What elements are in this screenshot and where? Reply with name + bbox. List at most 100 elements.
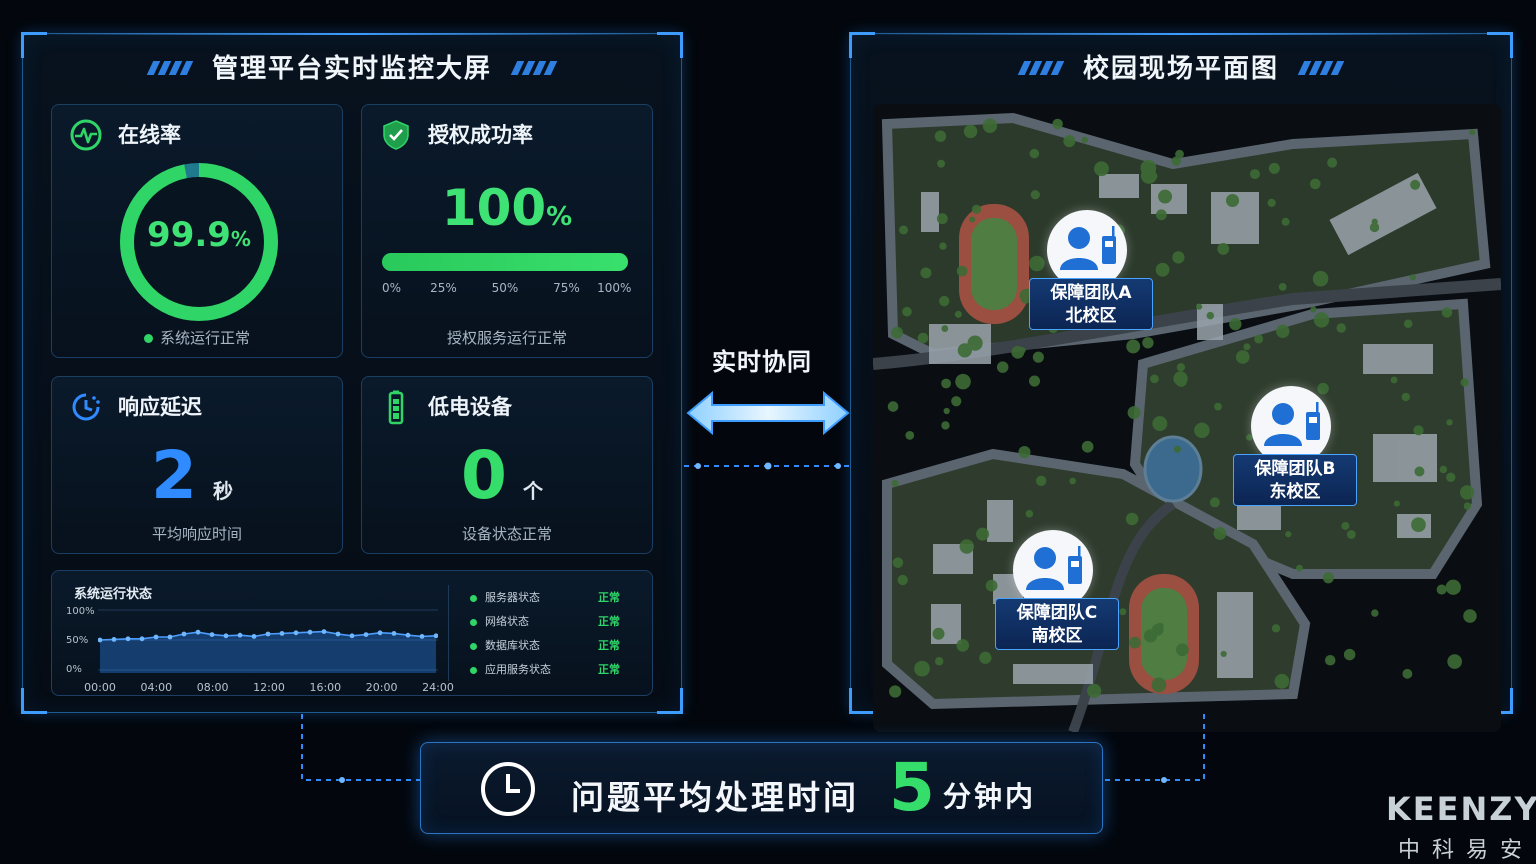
service-state: 正常 xyxy=(598,615,620,628)
bottom-connector-lines xyxy=(301,714,1205,783)
status-dot xyxy=(470,666,477,674)
service-status-item: 服务器状态 xyxy=(470,589,540,605)
service-state: 正常 xyxy=(598,591,620,604)
data-point xyxy=(391,631,397,636)
status-dot xyxy=(470,594,477,602)
data-point xyxy=(167,634,173,640)
data-point xyxy=(125,636,131,642)
service-name: 服务器状态 xyxy=(485,591,540,604)
avg-resolution-unit: 分钟内 xyxy=(943,780,1037,813)
auth-success-card: 授权成功率 100% 0%25%50%75%100% 授权服务运行正常 xyxy=(361,104,653,358)
x-tick-label: 20:00 xyxy=(365,681,398,694)
data-point xyxy=(209,632,215,637)
x-tick-label: 12:00 xyxy=(253,681,285,694)
series-area xyxy=(100,631,436,673)
online-rate-title: 在线率 xyxy=(118,123,181,147)
system-status-title: 系统运行状态 xyxy=(74,587,153,602)
service-status-item: 数据库状态 xyxy=(470,637,540,653)
campus-map-graphic xyxy=(873,104,1501,732)
battery-icon xyxy=(388,390,404,425)
monitor-panel: 管理平台实时监控大屏 在线率 99.9% 系统运行正常 授权成功率 100% 0… xyxy=(21,32,683,714)
x-tick-label: 04:00 xyxy=(140,681,173,694)
data-point xyxy=(251,634,257,639)
clock-icon xyxy=(72,393,100,421)
data-point xyxy=(433,633,438,639)
monitor-panel-title: 管理平台实时监控大屏 xyxy=(23,48,681,85)
sync-label: 实时协同 xyxy=(712,348,812,376)
status-dot xyxy=(470,642,477,650)
service-name: 网络状态 xyxy=(485,615,529,628)
y-tick-label: 0% xyxy=(66,664,82,675)
guard-with-radio-icon xyxy=(1060,226,1116,270)
sync-connector-line xyxy=(684,462,852,470)
data-point xyxy=(153,634,159,640)
team-b-name: 保障团队B xyxy=(1254,459,1336,479)
service-status-item: 应用服务状态 xyxy=(470,661,551,677)
x-tick-label: 00:00 xyxy=(84,681,116,694)
data-point xyxy=(321,629,327,634)
data-point xyxy=(111,637,117,642)
latency-status-text: 平均响应时间 xyxy=(151,525,242,543)
team-a-name: 保障团队A xyxy=(1050,283,1132,303)
data-point xyxy=(181,631,187,637)
data-point xyxy=(419,634,425,639)
progress-tick-label: 50% xyxy=(491,281,519,295)
data-point xyxy=(237,632,243,638)
y-tick-label: 50% xyxy=(66,635,89,646)
shield-check-icon xyxy=(383,120,409,150)
service-state: 正常 xyxy=(598,639,620,652)
auth-progress-bar xyxy=(382,253,628,271)
low-battery-title: 低电设备 xyxy=(428,395,512,419)
progress-tick-label: 0% xyxy=(382,281,402,295)
brand-logo-en: KEENZY xyxy=(1386,790,1536,828)
team-b-zone: 东校区 xyxy=(1269,482,1321,502)
data-point xyxy=(265,631,271,637)
data-point xyxy=(377,630,383,636)
data-point xyxy=(363,632,369,637)
avg-resolution-banner: 问题平均处理时间 5 分钟内 xyxy=(420,742,1103,834)
auth-success-value: 100% xyxy=(441,179,573,237)
map-panel-title: 校园现场平面图 xyxy=(851,48,1511,85)
data-point xyxy=(195,629,201,635)
status-dot xyxy=(470,618,477,626)
latency-title: 响应延迟 xyxy=(118,395,202,419)
guard-with-radio-icon xyxy=(1264,402,1320,446)
online-rate-value: 99.9% xyxy=(147,215,251,255)
service-status-item: 网络状态 xyxy=(470,613,529,629)
brand-logo-cn: 中科易安 xyxy=(1398,838,1535,863)
data-point xyxy=(349,633,355,639)
progress-tick-label: 25% xyxy=(430,281,457,295)
x-tick-label: 16:00 xyxy=(309,681,342,694)
online-rate-ring: 99.9% xyxy=(120,163,278,321)
online-status-text: 系统运行正常 xyxy=(52,327,342,348)
progress-tick-label: 75% xyxy=(553,281,580,295)
map-panel: 校园现场平面图 xyxy=(849,32,1513,732)
online-rate-card: 在线率 99.9% 系统运行正常 xyxy=(51,104,343,358)
x-tick-label: 08:00 xyxy=(196,681,229,694)
status-line-chart xyxy=(98,609,438,673)
service-name: 应用服务状态 xyxy=(485,663,551,676)
service-name: 数据库状态 xyxy=(485,639,540,652)
data-point xyxy=(405,632,411,638)
data-point xyxy=(139,636,145,642)
service-state: 正常 xyxy=(598,663,620,676)
clock-icon xyxy=(481,762,535,816)
guard-with-radio-icon xyxy=(1026,546,1082,590)
bidirectional-arrow-icon xyxy=(686,390,850,436)
x-tick-label: 24:00 xyxy=(422,681,454,694)
data-point xyxy=(335,631,341,637)
team-c-name: 保障团队C xyxy=(1016,603,1098,623)
data-point xyxy=(98,637,103,643)
avg-resolution-value: 5 xyxy=(889,749,935,826)
data-point xyxy=(223,633,229,639)
auth-status-text: 授权服务运行正常 xyxy=(446,329,567,347)
team-a-zone: 北校区 xyxy=(1065,306,1117,326)
heartbeat-shield-icon xyxy=(70,119,102,151)
data-point xyxy=(307,629,313,635)
avg-resolution-label: 问题平均处理时间 xyxy=(571,778,859,817)
